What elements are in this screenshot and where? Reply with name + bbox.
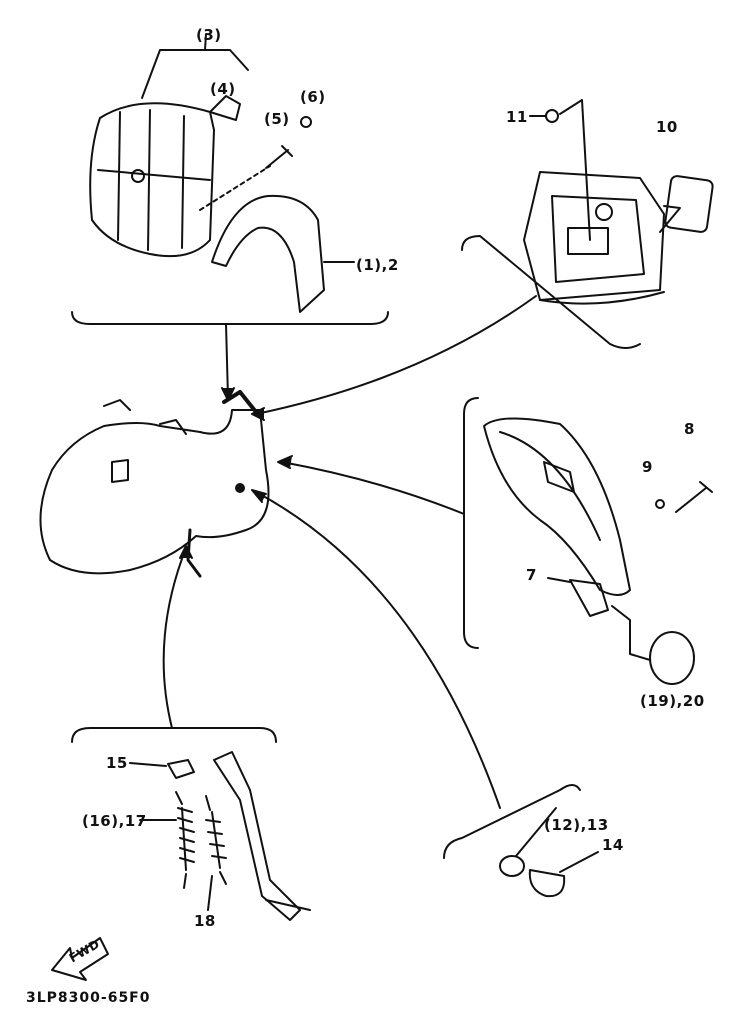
bracket-top-left [71,311,389,325]
nut-11-part [545,109,559,123]
spring-16-part [139,791,195,889]
cap-12-part [499,807,557,877]
bracket-7-part [547,577,609,617]
label-12-13: (12),13 [544,816,609,834]
washer-9-part [655,499,665,509]
label-16-17: (16),17 [82,812,147,830]
label-10: 10 [656,118,678,136]
nut-part [300,116,312,128]
label-6: (6) [300,88,326,106]
label-8: 8 [684,420,695,438]
bolt-part [265,145,293,169]
label-11: 11 [506,108,528,126]
arrow-battery-box-to-frame [255,295,537,415]
cap-14-part [528,851,599,898]
bracket-bottom-left [71,727,277,743]
arrow-cap-to-frame [255,491,501,809]
arrow-stand-to-frame [162,547,187,729]
label-18: 18 [194,912,216,930]
diagram-code: 3LP8300-65F0 [26,990,151,1006]
arrow-seat-to-frame [225,323,229,399]
label-14: 14 [602,836,624,854]
label-4: (4) [210,80,236,98]
arrow-fender-to-frame [281,461,465,515]
reflector-part [659,175,714,233]
rear-fender-part [483,417,631,596]
label-1-2: (1),2 [356,256,399,274]
bracket-right [463,397,479,649]
sidestand-part [213,751,311,921]
label-7: 7 [526,566,537,584]
flap-19-part [611,605,695,685]
label-5: (5) [264,110,290,128]
battery-box-part [523,171,665,305]
bracket-top-right [461,235,641,349]
frame-silhouette [39,390,270,578]
label-15: 15 [106,754,128,772]
grab-bar-part [211,194,355,313]
label-9: 9 [642,458,653,476]
seat-part [89,33,249,258]
plate-15-part [129,759,195,779]
fwd-arrow-icon [51,937,109,981]
rivet-8-part [675,481,713,513]
bracket-bottom-right [443,784,581,859]
spring-18-part [205,795,227,911]
label-3: (3) [196,26,222,44]
label-19-20: (19),20 [640,692,705,710]
